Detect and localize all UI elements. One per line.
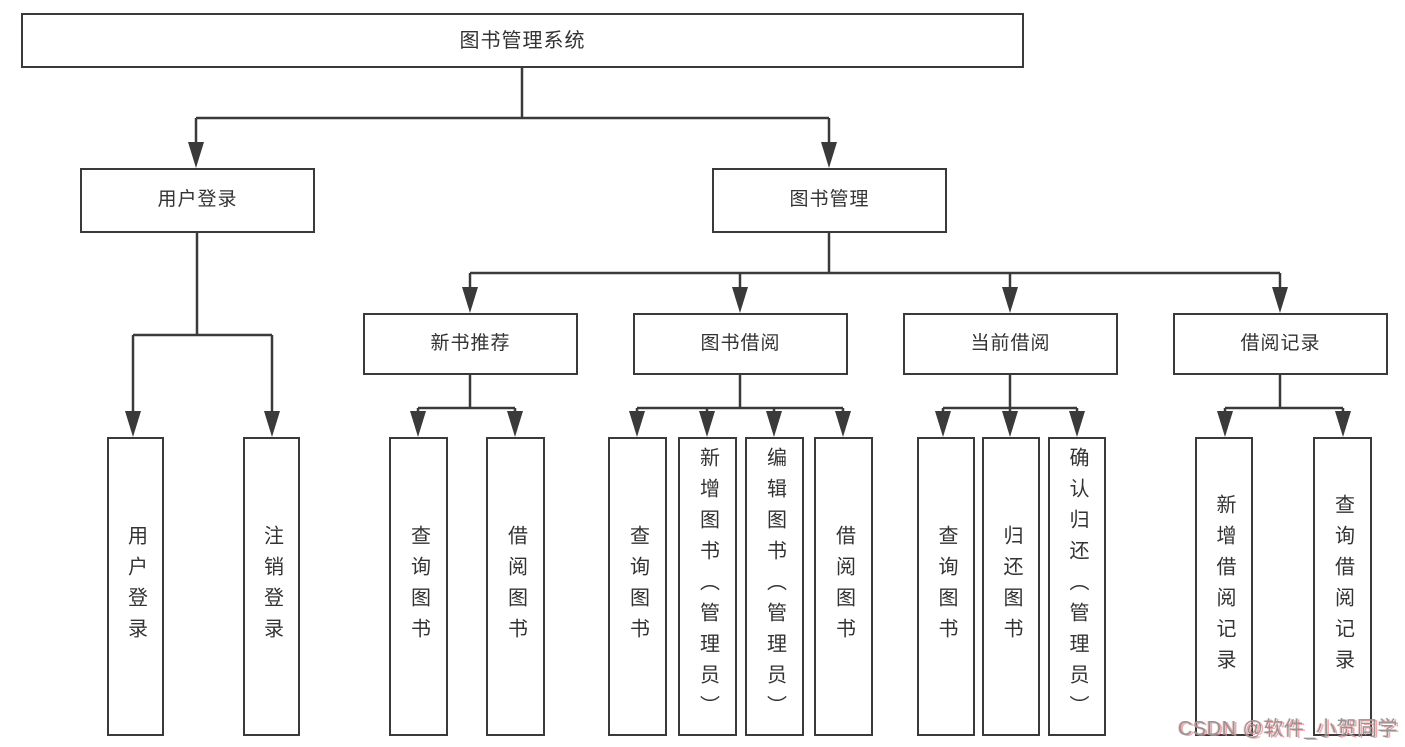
leaf-borrow-query-books: 查询图书 — [608, 437, 667, 736]
node-current-borrow: 当前借阅 — [903, 313, 1118, 375]
leaf-newbook-query-books: 查询图书 — [389, 437, 448, 736]
node-book-borrow: 图书借阅 — [633, 313, 848, 375]
leaf-current-return-books: 归还图书 — [982, 437, 1040, 736]
leaf-borrow-add-books-admin: 新增图书（管理员） — [678, 437, 737, 736]
node-user-login: 用户登录 — [80, 168, 315, 233]
leaf-record-query-borrow-record: 查询借阅记录 — [1313, 437, 1372, 736]
node-borrow-record: 借阅记录 — [1173, 313, 1388, 375]
connector-paths — [131, 68, 1345, 414]
leaf-borrow-borrow-books: 借阅图书 — [814, 437, 873, 736]
leaf-current-confirm-return-admin: 确认归还（管理员） — [1048, 437, 1106, 736]
leaf-current-query-books: 查询图书 — [917, 437, 975, 736]
arrowheads — [125, 142, 1351, 437]
leaf-record-add-borrow-record: 新增借阅记录 — [1195, 437, 1253, 736]
leaf-user-login: 用户登录 — [107, 437, 164, 736]
node-root-system: 图书管理系统 — [21, 13, 1024, 68]
leaf-newbook-borrow-books: 借阅图书 — [486, 437, 545, 736]
node-book-management: 图书管理 — [712, 168, 947, 233]
node-new-book-recommend: 新书推荐 — [363, 313, 578, 375]
leaf-logout: 注销登录 — [243, 437, 300, 736]
leaf-borrow-edit-books-admin: 编辑图书（管理员） — [745, 437, 804, 736]
